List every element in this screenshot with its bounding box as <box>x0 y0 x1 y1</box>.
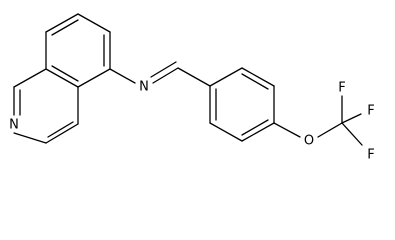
bond <box>273 122 301 138</box>
bond <box>13 132 47 144</box>
atom-label-n-imine: N <box>139 80 149 95</box>
molecule-drawing: N N O F F F <box>9 13 375 163</box>
bond <box>341 122 363 146</box>
bond <box>77 13 111 33</box>
atom-label-f-bottom: F <box>367 148 374 163</box>
bond <box>45 123 79 144</box>
bond <box>51 65 79 82</box>
bond <box>317 122 343 138</box>
bond <box>45 13 79 33</box>
bond <box>241 73 269 90</box>
bond <box>47 121 74 138</box>
atom-label-n-ring: N <box>9 118 19 133</box>
atom-label-f-top: F <box>338 81 345 96</box>
bond <box>109 68 136 84</box>
bond <box>209 122 243 142</box>
bond <box>241 122 275 142</box>
bond <box>209 67 243 87</box>
bond <box>13 68 47 88</box>
bond <box>152 67 179 84</box>
atom-label-o: O <box>304 134 314 149</box>
bond <box>51 19 79 36</box>
bond <box>241 119 269 136</box>
bond <box>150 61 177 78</box>
structure-canvas: N N O F F F <box>9 13 375 163</box>
bond <box>45 68 79 88</box>
atom-label-f-right: F <box>367 104 374 119</box>
bond <box>77 68 111 88</box>
bond <box>341 113 362 124</box>
bond <box>177 67 211 87</box>
bond <box>241 67 275 87</box>
